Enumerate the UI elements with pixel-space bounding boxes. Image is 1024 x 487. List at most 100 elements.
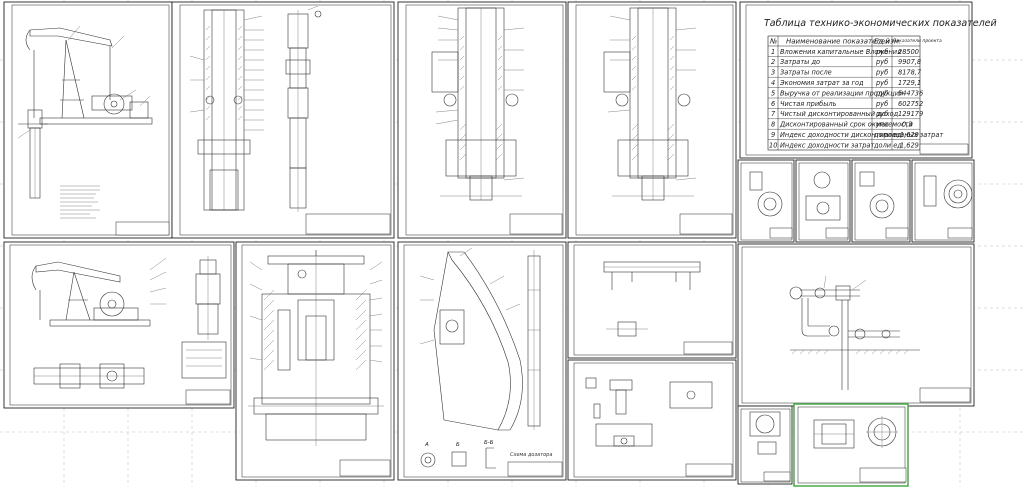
svg-text:9: 9 xyxy=(771,131,775,139)
sheet-pumping-unit-bottom[interactable] xyxy=(3,241,235,409)
sheet-detail-2[interactable] xyxy=(795,159,851,243)
svg-text:1,629: 1,629 xyxy=(900,131,919,139)
section-label-b: Б xyxy=(456,442,460,448)
svg-text:руб: руб xyxy=(875,100,888,108)
plate-drawings xyxy=(585,377,713,447)
sheet-detail-5[interactable] xyxy=(737,405,793,485)
section-label-bb: Б-Б xyxy=(484,440,494,446)
table-row: 6 Чистая прибыль руб 602752 xyxy=(771,100,923,108)
table-row: 4 Экономия затрат за год руб 1729,1 xyxy=(771,79,921,87)
economics-table xyxy=(767,35,921,151)
tubing-section-right xyxy=(285,5,322,212)
parts-list-notes xyxy=(60,185,100,219)
wellhead-detail xyxy=(181,256,227,379)
table-row: 2 Затраты до руб 9907,8 xyxy=(771,58,921,66)
table-row: 10 Индекс доходности затрат доли ед 1,62… xyxy=(769,141,919,149)
svg-text:руб: руб xyxy=(875,48,888,56)
svg-text:Индекс доходности затрат: Индекс доходности затрат xyxy=(780,141,874,149)
curved-beam-drawing xyxy=(433,250,541,431)
sheet-truss-frame[interactable] xyxy=(567,241,737,359)
svg-text:Вложения капитальные Вложения: Вложения капитальные Вложения xyxy=(780,48,901,56)
piping-drawing xyxy=(789,275,920,390)
title-block xyxy=(685,463,733,477)
table-header-num: № xyxy=(769,38,777,46)
svg-text:Затраты до: Затраты до xyxy=(780,58,820,66)
pumpjack-drawing xyxy=(18,27,153,199)
svg-text:доли ед: доли ед xyxy=(873,141,902,149)
sheet-curved-beam[interactable]: А Б Б-Б Схема дозатора xyxy=(397,241,567,481)
svg-text:Выручка от реализации продукци: Выручка от реализации продукции xyxy=(780,89,904,97)
svg-text:0,3: 0,3 xyxy=(902,121,913,129)
sheet-detail-3[interactable] xyxy=(851,159,911,243)
svg-text:Дисконтированный срок окупаемо: Дисконтированный срок окупаемости xyxy=(779,121,914,129)
anchor-section xyxy=(431,7,522,201)
anchor-section-b xyxy=(603,7,694,201)
table-header-name: Наименование показателей xyxy=(786,38,890,46)
table-header-unit: Ед.изм. xyxy=(874,38,901,46)
svg-text:руб: руб xyxy=(875,69,888,77)
valve-callouts xyxy=(249,261,383,363)
svg-text:7: 7 xyxy=(771,110,776,118)
title-block xyxy=(305,213,391,235)
svg-text:2: 2 xyxy=(771,58,775,66)
section-details: А Б Б-Б xyxy=(420,440,496,469)
schema-caption: Схема дозатора xyxy=(510,452,552,458)
sheet-detail-4[interactable] xyxy=(911,159,975,243)
svg-text:1: 1 xyxy=(771,48,775,56)
svg-text:Экономия затрат за год: Экономия затрат за год xyxy=(779,79,864,87)
svg-text:руб: руб xyxy=(875,79,888,87)
svg-text:Чистый дисконтированный доход: Чистый дисконтированный доход xyxy=(780,110,899,118)
pumpjack-plan-view xyxy=(33,363,145,389)
svg-text:Затраты после: Затраты после xyxy=(780,69,832,77)
svg-text:руб: руб xyxy=(875,110,888,118)
parts-callouts xyxy=(17,25,151,139)
svg-text:544736: 544736 xyxy=(898,89,923,97)
sheet-detail-1[interactable] xyxy=(737,159,795,243)
svg-text:9907,8: 9907,8 xyxy=(898,58,921,66)
sheet-piping-scheme[interactable] xyxy=(737,243,975,407)
valve-body xyxy=(248,250,384,446)
svg-text:6: 6 xyxy=(771,100,775,108)
title-block xyxy=(509,213,563,235)
sheet-detail-6-selected[interactable] xyxy=(793,403,909,487)
tubing-callouts xyxy=(189,15,264,131)
svg-text:доли ед: доли ед xyxy=(873,131,902,139)
table-row: 3 Затраты после руб 8178,7 xyxy=(771,69,922,77)
sheet-tubing-assembly[interactable] xyxy=(171,1,395,239)
svg-text:5: 5 xyxy=(771,89,775,97)
svg-text:Чистая прибыль: Чистая прибыль xyxy=(780,100,837,108)
bushing-drawing xyxy=(813,416,898,449)
svg-text:1729,1: 1729,1 xyxy=(898,79,921,87)
sheet-economics-table[interactable]: Таблица технико-экономических показателе… xyxy=(739,1,997,159)
truss-drawing xyxy=(603,261,701,337)
svg-text:Индекс доходности дисконтирова: Индекс доходности дисконтированных затра… xyxy=(780,131,943,139)
svg-text:руб: руб xyxy=(875,58,888,66)
title-block xyxy=(679,213,733,235)
table-row: 8 Дисконтированный срок окупаемости мес … xyxy=(771,121,914,129)
table-title: Таблица технико-экономических показателе… xyxy=(764,18,997,29)
curved-beam-callouts xyxy=(419,247,521,345)
sheet-plate-details[interactable] xyxy=(567,359,737,481)
table-row: 9 Индекс доходности дисконтированных зат… xyxy=(771,131,943,139)
title-block xyxy=(859,467,907,483)
sheet-valve-assembly[interactable] xyxy=(235,241,395,481)
sheet-anchor-assembly-a[interactable] xyxy=(397,1,567,239)
title-block xyxy=(919,387,971,403)
sheet-pumping-unit-top[interactable] xyxy=(3,1,173,239)
title-block xyxy=(683,341,733,355)
svg-text:602752: 602752 xyxy=(898,100,923,108)
title-block xyxy=(919,143,969,155)
svg-text:10: 10 xyxy=(769,141,777,149)
table-row: 7 Чистый дисконтированный доход руб 1291… xyxy=(771,110,923,118)
svg-text:8178,7: 8178,7 xyxy=(898,69,922,77)
svg-text:1,629: 1,629 xyxy=(900,141,919,149)
svg-text:4: 4 xyxy=(771,79,775,87)
table-row: 1 Вложения капитальные Вложения руб 2850… xyxy=(771,48,919,56)
anchor-callouts-b xyxy=(607,15,697,181)
sheet-anchor-assembly-b[interactable] xyxy=(567,1,737,239)
section-label-a: А xyxy=(424,442,429,448)
svg-text:мес: мес xyxy=(876,121,889,129)
svg-text:8: 8 xyxy=(771,121,775,129)
title-block xyxy=(339,459,391,477)
